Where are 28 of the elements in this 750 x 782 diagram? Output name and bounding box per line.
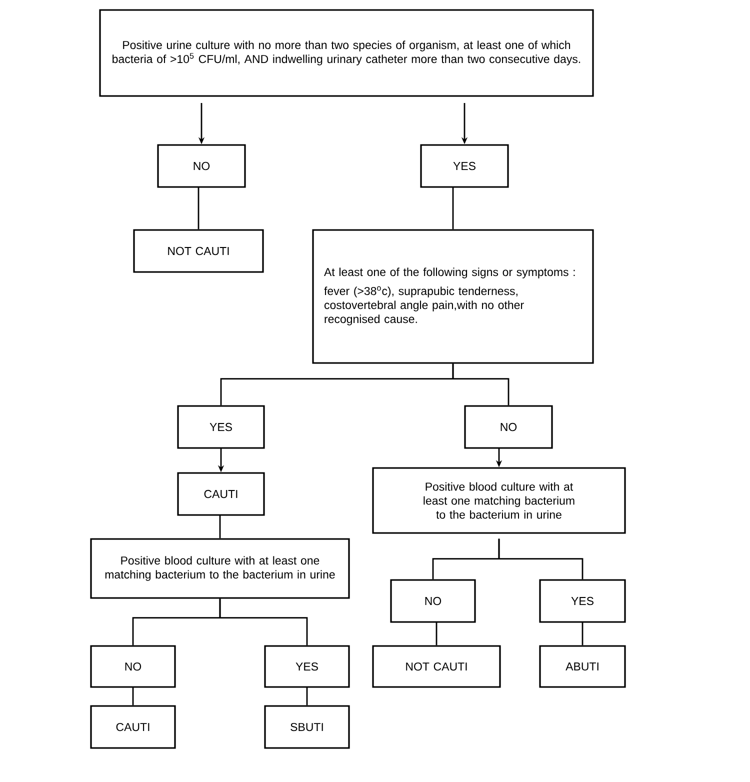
connector [306, 687, 308, 706]
connector [452, 187, 454, 230]
decision-box: NO [157, 144, 246, 188]
connector [132, 687, 134, 706]
outcome-box: SBUTI [264, 705, 350, 749]
connector [582, 622, 584, 646]
decision-box: NO [90, 645, 176, 688]
connector [219, 515, 221, 538]
connector [198, 187, 200, 230]
connector [452, 364, 510, 406]
outcome-box: CAUTI [177, 472, 265, 516]
outcome-box: NOT CAUTI [372, 645, 501, 688]
outcome-box: NOT CAUTI [133, 229, 264, 273]
connector [436, 622, 438, 646]
decision-box: YES [264, 645, 350, 688]
connector [219, 598, 308, 646]
outcome-box: ABUTI [539, 645, 626, 688]
connector [498, 538, 584, 580]
decision-box: NO [390, 579, 476, 623]
outcome-box: CAUTI [90, 705, 176, 749]
condition-box: Positive blood culture with at least one matching bacterium to the bacterium in urine [372, 467, 626, 534]
decision-box: YES [177, 405, 265, 449]
decision-box: YES [539, 579, 626, 623]
decision-box: YES [420, 144, 509, 188]
decision-box: NO [464, 405, 553, 449]
condition-box: Positive blood culture with at least one matching bacterium to the bacterium in urine [90, 538, 350, 599]
condition-box: Positive urine culture with no more than two species of organism, at least one of which bacteria of >10$^{5}$ CFU/ml, AND indwelling urinary catheter more than two consecutive days. [99, 9, 594, 97]
condition-box: At least one of the following signs or symptoms : fever (>38$^{o}$c), suprapubic tenderness, costovertebral angle pain,with no other recognised cause. [312, 229, 594, 364]
